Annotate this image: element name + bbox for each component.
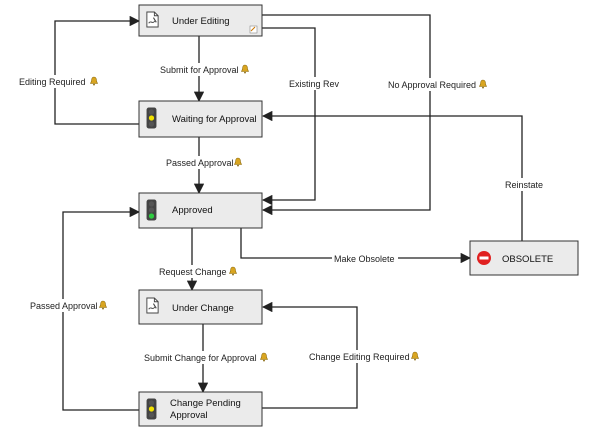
edge-existing-rev: [261, 27, 316, 206]
edge-label-no-approval-required: No Approval Required: [388, 80, 476, 90]
document-icon: [146, 297, 159, 314]
node-under-change[interactable]: Under Change: [138, 289, 263, 325]
edge-label-passed-approval-2: Passed Approval: [30, 301, 98, 311]
node-label-under-change: Under Change: [172, 303, 234, 314]
document-icon: [146, 11, 159, 28]
node-waiting-for-approval[interactable]: Waiting for Approval: [138, 100, 263, 138]
edge-label-submit-change-for-approval: Submit Change for Approval: [144, 353, 257, 363]
node-under-editing[interactable]: Under Editing: [138, 4, 263, 37]
no-entry-icon: [477, 251, 491, 265]
edge-label-editing-required: Editing Required: [19, 77, 86, 87]
edge-label-request-change: Request Change: [159, 267, 227, 277]
node-change-pending-approval[interactable]: Change Pending Approval: [138, 391, 263, 427]
edge-no-approval-required: [261, 14, 431, 216]
edge-label-make-obsolete: Make Obsolete: [334, 254, 395, 264]
edge-label-reinstate: Reinstate: [505, 180, 543, 190]
edge-label-existing-rev: Existing Rev: [289, 79, 340, 89]
edge-label-change-editing-required: Change Editing Required: [309, 352, 410, 362]
edge-label-submit-for-approval: Submit for Approval: [160, 65, 239, 75]
node-obsolete[interactable]: OBSOLETE: [469, 240, 579, 276]
edge-reinstate: [261, 110, 523, 241]
node-label-under-editing: Under Editing: [172, 16, 230, 27]
traffic-light-yellow-icon: [146, 398, 157, 420]
edge-editing-required: [54, 15, 141, 125]
traffic-light-yellow-icon: [146, 107, 157, 129]
node-label-approved: Approved: [172, 205, 213, 216]
node-label-waiting-for-approval: Waiting for Approval: [172, 114, 257, 125]
node-label-change-pending-line2: Approval: [170, 410, 208, 421]
node-approved[interactable]: Approved: [138, 192, 263, 229]
node-label-obsolete: OBSOLETE: [502, 254, 553, 265]
edge-label-passed-approval-1: Passed Approval: [166, 158, 234, 168]
node-label-change-pending-line1: Change Pending: [170, 398, 241, 409]
traffic-light-green-icon: [146, 199, 157, 221]
edit-marker-icon: [249, 25, 258, 34]
